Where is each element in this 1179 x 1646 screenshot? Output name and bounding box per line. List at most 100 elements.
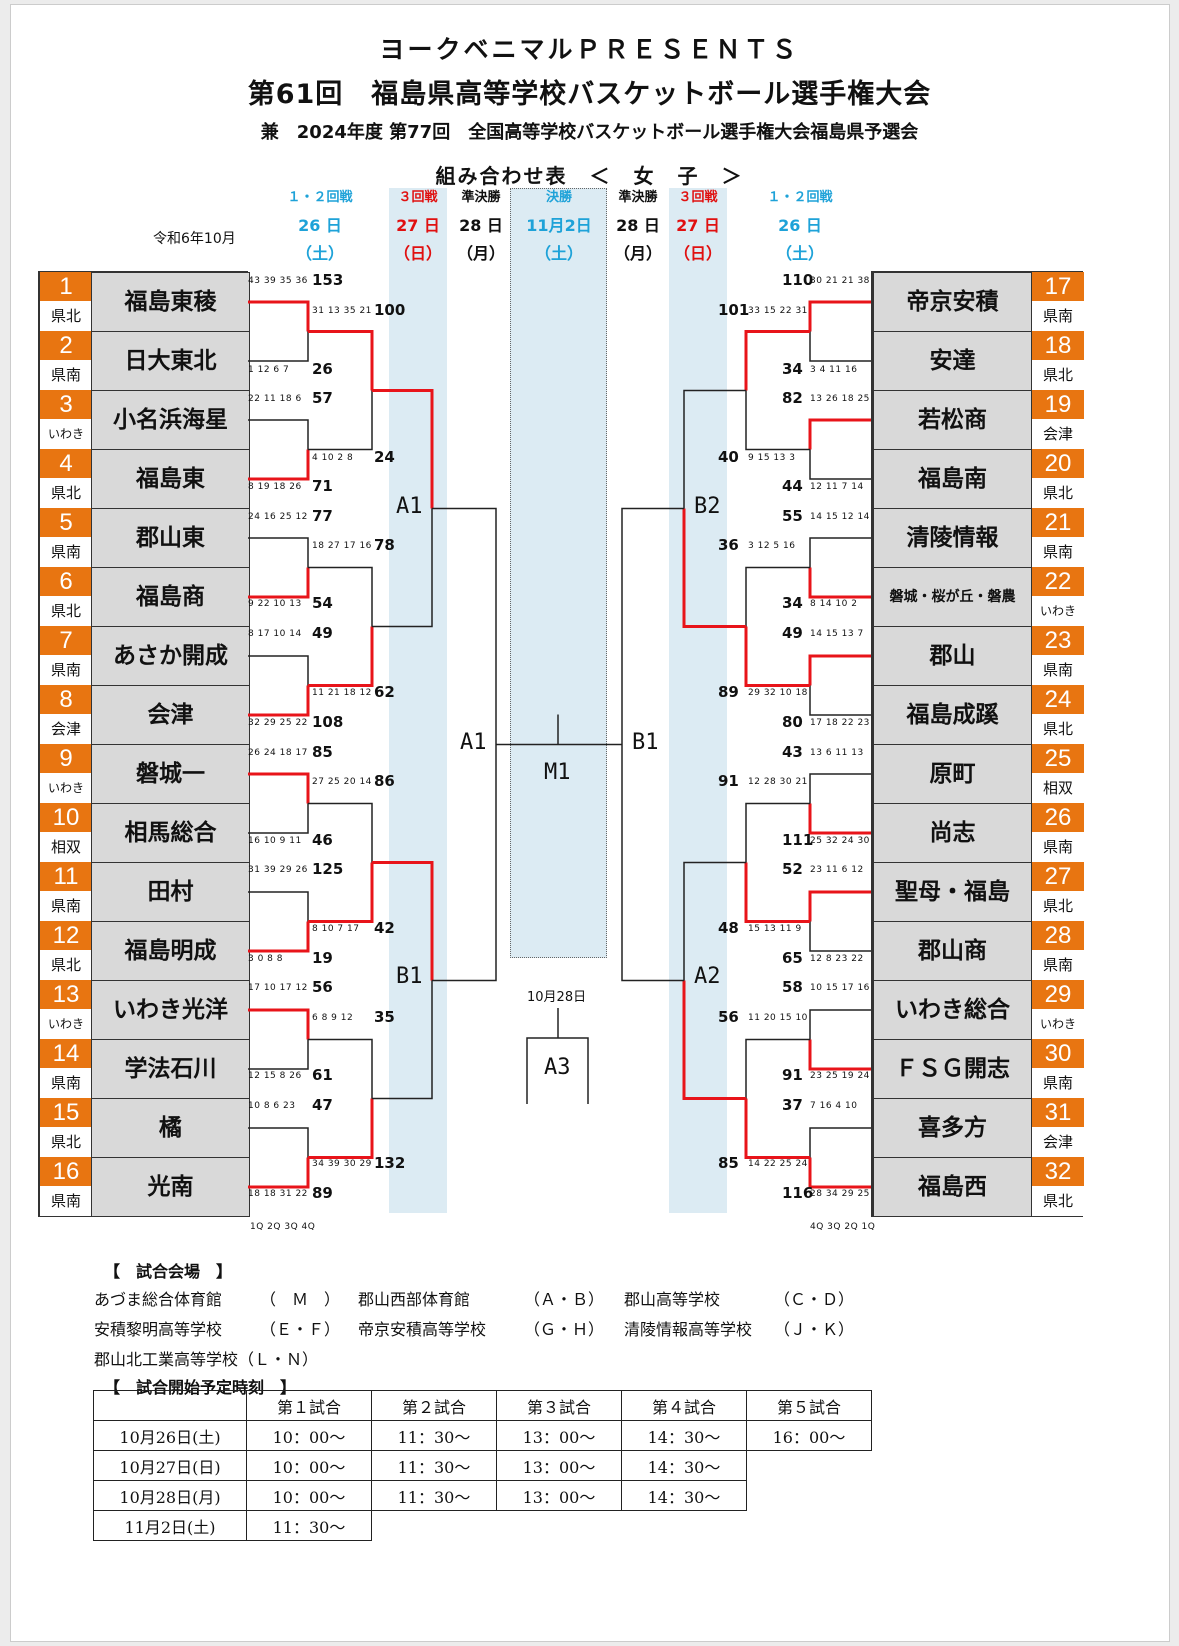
score-total: 49 bbox=[312, 624, 333, 642]
bracket-line bbox=[683, 861, 746, 981]
venue-1: あづま総合体育館（ Ｍ ） bbox=[94, 1290, 341, 1309]
venue-2: 郡山西部体育館（Ａ・Ｂ） bbox=[358, 1290, 605, 1309]
team-region: 県北 bbox=[1032, 1186, 1084, 1216]
venue-6: 清陵情報高等学校（Ｊ・Ｋ） bbox=[624, 1320, 855, 1339]
bracket-line bbox=[372, 389, 434, 509]
bracket-line bbox=[808, 1039, 871, 1071]
score-quarters: 12 11 7 14 bbox=[810, 482, 864, 492]
score-total: 46 bbox=[312, 831, 333, 849]
team-seed-number: 27 bbox=[1032, 862, 1084, 892]
score-total: 85 bbox=[312, 743, 333, 761]
team-region: いわき bbox=[1032, 1009, 1084, 1039]
team-seed-number: 26 bbox=[1032, 803, 1084, 833]
bracket-line bbox=[621, 507, 684, 745]
bracket-line bbox=[248, 300, 310, 332]
score-quarters: 8 17 10 14 bbox=[248, 629, 302, 639]
schedule-time: 11：30～ bbox=[371, 1480, 497, 1511]
score-total: 153 bbox=[312, 271, 344, 289]
team-region: 相双 bbox=[1032, 773, 1084, 803]
schedule-empty bbox=[622, 1511, 747, 1541]
score-quarters: 26 24 18 17 bbox=[248, 748, 308, 758]
bracket-line bbox=[809, 1127, 871, 1158]
team-region: 県北 bbox=[1032, 891, 1084, 921]
team-region: 相双 bbox=[40, 832, 92, 862]
bracket-line bbox=[808, 890, 871, 922]
team-name: 会津 bbox=[91, 685, 250, 745]
score-total: 78 bbox=[374, 536, 395, 554]
schedule-empty bbox=[747, 1511, 872, 1541]
score-quarters: 8 19 18 26 bbox=[248, 482, 302, 492]
team-name: 聖母・福島 bbox=[873, 862, 1032, 922]
score-quarters: 23 25 19 24 bbox=[810, 1071, 870, 1081]
score-quarters: 8 14 10 2 bbox=[810, 599, 858, 609]
score-quarters: 1 12 6 7 bbox=[248, 365, 290, 375]
team-name: 尚志 bbox=[873, 803, 1032, 863]
bracket-line bbox=[745, 1038, 810, 1099]
bracket-line bbox=[248, 685, 310, 717]
round3-right-band bbox=[669, 188, 727, 1213]
score-quarters: 6 8 9 12 bbox=[312, 1013, 354, 1023]
venue-5: 帝京安積高等学校（Ｇ・Ｈ） bbox=[358, 1320, 605, 1339]
team-name: 福島東稜 bbox=[91, 272, 250, 332]
team-region: 県南 bbox=[1032, 537, 1084, 567]
venue-7: 郡山北工業高等学校（Ｌ・Ｎ） bbox=[94, 1350, 319, 1369]
bracket-line bbox=[248, 567, 310, 599]
score-quarters: 17 10 17 12 bbox=[248, 983, 308, 993]
bracket-line bbox=[808, 418, 871, 450]
score-quarters: 10 15 17 16 bbox=[810, 983, 870, 993]
score-quarters: 15 13 11 9 bbox=[748, 924, 802, 934]
score-total: 65 bbox=[782, 949, 803, 967]
team-region: 県北 bbox=[1032, 360, 1084, 390]
score-total: 77 bbox=[312, 507, 333, 525]
team-region: 県北 bbox=[40, 478, 92, 508]
score-quarters: 30 21 21 38 bbox=[810, 276, 870, 286]
team-name: 郡山商 bbox=[873, 921, 1032, 981]
bracket-line bbox=[809, 685, 871, 716]
score-total: 40 bbox=[718, 448, 739, 466]
team-region: いわき bbox=[1032, 596, 1084, 626]
team-seed-number: 23 bbox=[1032, 626, 1084, 656]
score-quarters: 3 12 5 16 bbox=[748, 541, 796, 551]
quarter-legend-right: 4Q 3Q 2Q 1Q bbox=[810, 1222, 876, 1232]
match-label-a2-right: A2 bbox=[694, 964, 721, 989]
bracket-line bbox=[248, 921, 310, 953]
score-quarters: 31 13 35 21 bbox=[312, 306, 372, 316]
score-quarters: 13 26 18 25 bbox=[810, 394, 870, 404]
score-total: 85 bbox=[718, 1154, 739, 1172]
score-quarters: 25 32 24 30 bbox=[810, 836, 870, 846]
team-name: 相馬総合 bbox=[91, 803, 250, 863]
score-total: 86 bbox=[374, 772, 395, 790]
score-quarters: 12 15 8 26 bbox=[248, 1071, 302, 1081]
bracket-line bbox=[808, 300, 871, 332]
team-seed-number: 28 bbox=[1032, 921, 1084, 951]
score-quarters: 18 18 31 22 bbox=[248, 1189, 308, 1199]
team-name: あさか開成 bbox=[91, 626, 250, 686]
score-total: 42 bbox=[374, 919, 395, 937]
bracket-line bbox=[744, 330, 810, 391]
score-quarters: 34 39 30 29 bbox=[312, 1159, 372, 1169]
score-quarters: 22 11 18 6 bbox=[248, 394, 302, 404]
bracket-line bbox=[744, 862, 810, 923]
score-total: 56 bbox=[718, 1008, 739, 1026]
bracket-line bbox=[308, 390, 373, 451]
team-seed-number: 25 bbox=[1032, 744, 1084, 774]
bracket-line bbox=[308, 330, 374, 391]
score-quarters: 17 18 22 23 bbox=[810, 718, 870, 728]
bracket-line bbox=[432, 744, 497, 982]
bracket-line bbox=[308, 802, 373, 863]
team-region: いわき bbox=[40, 419, 92, 449]
score-total: 48 bbox=[718, 919, 739, 937]
bracket-line bbox=[248, 891, 309, 922]
schedule-col-5: 第５試合 bbox=[746, 1390, 872, 1421]
schedule-time: 11：30～ bbox=[371, 1450, 497, 1481]
team-name: 光南 bbox=[91, 1157, 250, 1217]
third-place-date: 10月28日 bbox=[527, 990, 587, 1005]
schedule-col-2: 第２試合 bbox=[371, 1390, 497, 1421]
team-name: 郡山東 bbox=[91, 508, 250, 568]
schedule-time: 10：00～ bbox=[246, 1420, 372, 1451]
score-quarters: 11 20 15 10 bbox=[748, 1013, 808, 1023]
team-region: 会津 bbox=[40, 714, 92, 744]
score-total: 35 bbox=[374, 1008, 395, 1026]
score-total: 57 bbox=[312, 389, 333, 407]
